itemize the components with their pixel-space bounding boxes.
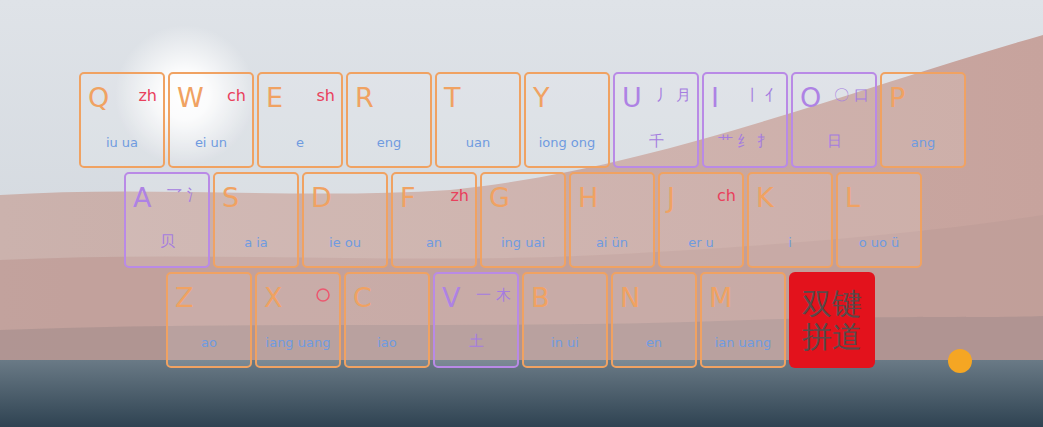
final-label: ang xyxy=(882,135,964,150)
key-letter: R xyxy=(355,82,374,113)
key-letter: E xyxy=(266,82,283,113)
key-cap: Fzh an xyxy=(391,172,477,268)
final-label: i xyxy=(749,235,831,250)
key-letter: X xyxy=(264,282,283,313)
radical-label: 贝 xyxy=(126,232,208,251)
key-letter: I xyxy=(711,82,719,113)
radical-label: 千 xyxy=(615,132,697,151)
final-label: iu ua xyxy=(81,135,163,150)
initial-label: zh xyxy=(450,186,469,205)
final-label: ei un xyxy=(170,135,252,150)
key-letter: V xyxy=(442,282,460,313)
key-letter: U xyxy=(622,82,642,113)
radical-label: 一 木 xyxy=(476,286,511,305)
final-label: e xyxy=(259,135,341,150)
final-label: a ia xyxy=(215,235,297,250)
final-label: an xyxy=(393,235,475,250)
radical-label: 土 xyxy=(435,332,517,351)
seal-text: 双键拼道 xyxy=(802,287,862,353)
key-cap: Reng xyxy=(346,72,432,168)
final-label: er u xyxy=(660,235,742,250)
key-cap: Zao xyxy=(166,272,252,368)
final-label: uan xyxy=(437,135,519,150)
key-letter: J xyxy=(667,182,675,213)
key-cap: Die ou xyxy=(302,172,388,268)
key-cap: Ging uai xyxy=(480,172,566,268)
key-letter: T xyxy=(444,82,461,113)
final-label: ing uai xyxy=(482,235,564,250)
key-cap: O 〇 口日 xyxy=(791,72,877,168)
key-letter: S xyxy=(222,182,239,213)
key-cap: Yiong ong xyxy=(524,72,610,168)
key-letter: N xyxy=(620,282,640,313)
key-cap: Pang xyxy=(880,72,966,168)
key-cap: Bin ui xyxy=(522,272,608,368)
final-label: in ui xyxy=(524,335,606,350)
final-label: ian uang xyxy=(702,335,784,350)
key-letter: Y xyxy=(533,82,550,113)
final-label: ai ün xyxy=(571,235,653,250)
key-cap: Sa ia xyxy=(213,172,299,268)
key-letter: C xyxy=(353,282,372,313)
key-cap: I 丨 亻艹 纟 扌 xyxy=(702,72,788,168)
radical-label: 丨 亻 xyxy=(745,86,780,105)
final-label: eng xyxy=(348,135,430,150)
key-letter: K xyxy=(756,182,774,213)
key-cap: Mian uang xyxy=(700,272,786,368)
final-label: iong ong xyxy=(526,135,608,150)
initial-label: ch xyxy=(227,86,246,105)
key-cap: Jch er u xyxy=(658,172,744,268)
radical-label: 乛 氵 xyxy=(167,186,202,205)
key-letter: B xyxy=(531,282,550,313)
key-letter: Q xyxy=(88,82,109,113)
key-cap: Esh e xyxy=(257,72,343,168)
key-cap: Lo uo ü xyxy=(836,172,922,268)
initial-label: zh xyxy=(138,86,157,105)
key-cap: A 乛 氵贝 xyxy=(124,172,210,268)
final-label: ie ou xyxy=(304,235,386,250)
key-letter: L xyxy=(845,182,860,213)
key-letter: M xyxy=(709,282,732,313)
final-label: iang uang xyxy=(257,335,339,350)
key-letter: H xyxy=(578,182,598,213)
key-cap: Qzh iu ua xyxy=(79,72,165,168)
key-letter: F xyxy=(400,182,416,213)
final-label: o uo ü xyxy=(838,235,920,250)
key-cap: Ciao xyxy=(344,272,430,368)
logo-seal: 双键拼道 xyxy=(789,272,875,368)
key-cap: Tuan xyxy=(435,72,521,168)
key-cap: U 丿 月千 xyxy=(613,72,699,168)
key-letter: G xyxy=(489,182,510,213)
initial-label: ch xyxy=(717,186,736,205)
final-label: en xyxy=(613,335,695,350)
final-label: ao xyxy=(168,335,250,350)
radical-label: 日 xyxy=(793,132,875,151)
final-label: iao xyxy=(346,335,428,350)
key-letter: W xyxy=(177,82,204,113)
radical-label: 艹 纟 扌 xyxy=(704,132,786,151)
key-letter: A xyxy=(133,182,151,213)
radical-label: 〇 口 xyxy=(834,86,869,105)
key-letter: D xyxy=(311,182,332,213)
key-cap: Hai ün xyxy=(569,172,655,268)
key-cap: V 一 木土 xyxy=(433,272,519,368)
key-letter: Z xyxy=(175,282,194,313)
key-cap: Wch ei un xyxy=(168,72,254,168)
initial-label: sh xyxy=(317,86,335,105)
key-letter: P xyxy=(889,82,905,113)
key-letter: O xyxy=(800,82,821,113)
key-cap: Nen xyxy=(611,272,697,368)
key-cap: Xiang uang xyxy=(255,272,341,368)
radical-label: 丿 月 xyxy=(656,86,691,105)
key-cap: Ki xyxy=(747,172,833,268)
